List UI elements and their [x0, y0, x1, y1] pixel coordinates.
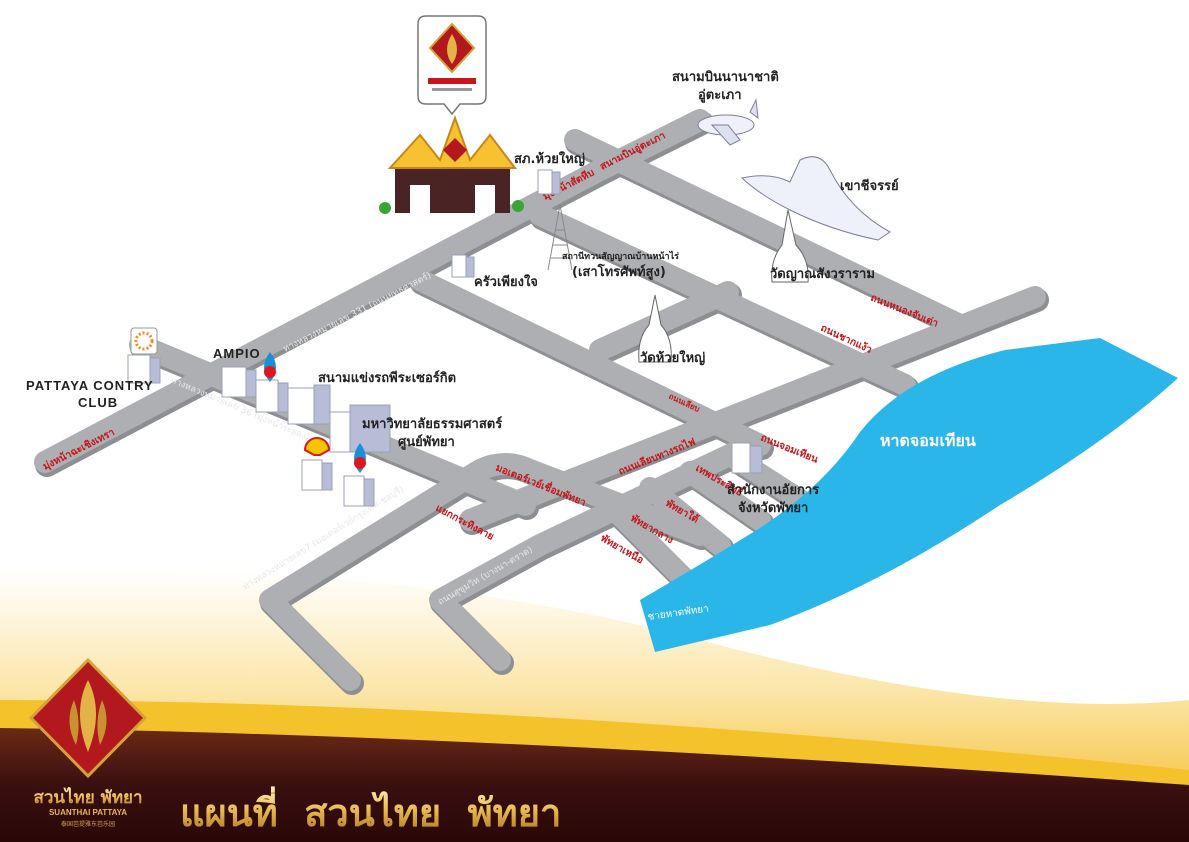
airplane-icon	[697, 98, 759, 146]
building-country-club	[127, 354, 161, 384]
label-country-club-line2: CLUB	[78, 395, 118, 410]
building-ptt1	[255, 379, 289, 413]
label-prosecutor-line1: สำนักงานอัยการ	[727, 482, 819, 498]
label-temple-yannasang: วัดญาณสังวราราม	[770, 267, 875, 282]
road-label-331: ทางหลวงหมายเลข 331 (ถนนยุทธศาสตร์)	[281, 269, 433, 354]
label-tower-line2: (เสาโทรศัพท์สูง)	[572, 263, 666, 280]
label-mountain: เขาชีจรรย์	[840, 178, 899, 194]
building-ptt2	[343, 475, 375, 507]
building-racetrack	[287, 384, 331, 425]
building-police	[537, 169, 561, 195]
buildings	[127, 169, 763, 507]
country-club-sun-icon	[130, 327, 158, 355]
label-restaurant: ครัวเพียงใจ	[474, 273, 538, 290]
label-university-line2: ศูนย์พัทยา	[398, 434, 455, 450]
label-university-line1: มหาวิทยาลัยธรรมศาสตร์	[362, 416, 502, 432]
label-prosecutor-line2: จังหวัดพัทยา	[738, 501, 808, 516]
temple-stupa-icon	[771, 209, 809, 283]
label-temple-huaiyai: วัดห้วยใหญ่	[640, 349, 705, 366]
mountain-icon	[740, 156, 891, 241]
label-jomtien-beach: หาดจอมเทียน	[880, 431, 976, 450]
label-racetrack: สนามแข่งรถพีระเซอร์กิต	[318, 370, 456, 386]
label-tower-line1: สถานีทวนสัญญาณบ้านหน้าไร่	[562, 250, 679, 262]
label-ampio: AMPIO	[213, 346, 261, 361]
label-police-station: สภ.ห้วยใหญ่	[514, 150, 585, 167]
radio-tower-icon	[547, 204, 573, 271]
map-title: แผนที่ สวนไทย พัทยา	[180, 786, 561, 835]
road-network	[34, 109, 1049, 695]
building-prosecutor	[731, 442, 763, 474]
logo-name-th: สวนไทย พัทยา	[33, 787, 142, 808]
logo-name-en: SUANTHAI PATTAYA	[49, 808, 127, 817]
suanthai-logo	[28, 657, 148, 779]
sea	[640, 338, 1178, 652]
shell-gas-icon	[303, 437, 331, 456]
building-shell	[301, 459, 333, 491]
building-restaurant	[451, 254, 475, 278]
temple-stupa-icon-2	[638, 294, 672, 363]
building-university	[329, 404, 391, 453]
maroon-band	[0, 728, 1189, 842]
logo-name-cn: 泰国芭提雅东芭乐园	[61, 820, 115, 828]
label-airport-line2: อู่ตะเภา	[698, 88, 742, 103]
ptt-gas-icon-2	[354, 443, 366, 473]
label-airport-line1: สนามบินนานาชาติ	[672, 70, 779, 85]
building-ampio	[221, 366, 257, 398]
ptt-gas-icon	[264, 352, 276, 382]
suanthai-gate	[379, 115, 524, 214]
label-country-club-line1: PATTAYA CONTRY	[26, 378, 154, 393]
suanthai-pin-logo	[417, 15, 487, 116]
